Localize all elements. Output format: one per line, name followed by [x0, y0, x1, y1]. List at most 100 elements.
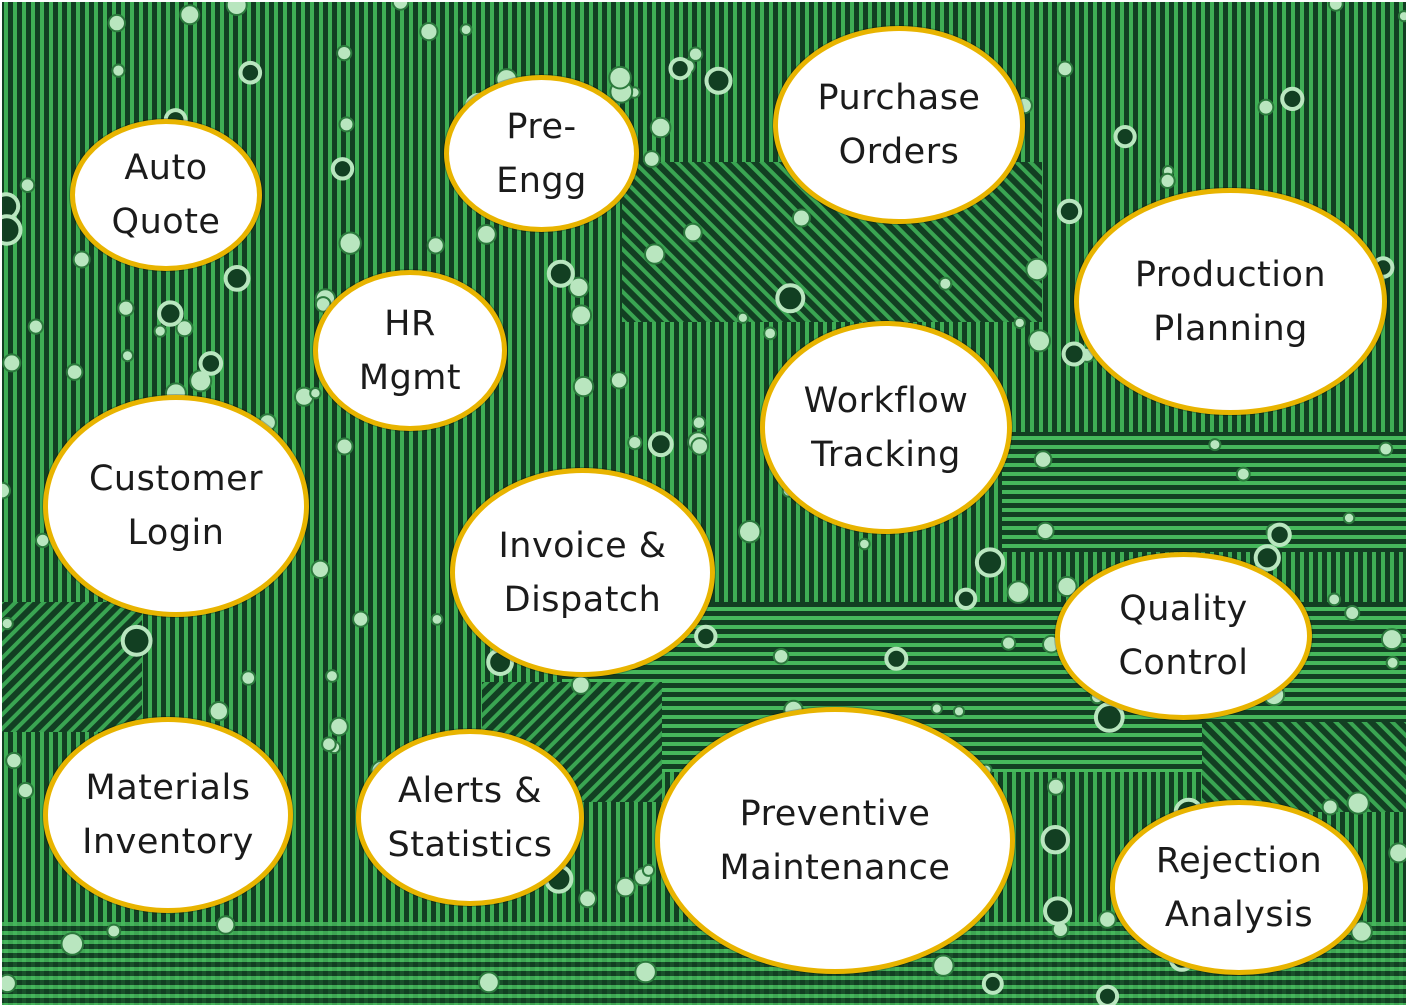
module-purchase-orders-label: Purchase Orders	[817, 78, 981, 172]
solder-pad	[478, 971, 500, 994]
solder-pad	[1350, 920, 1373, 943]
solder-pad	[1380, 628, 1403, 651]
solder-pad	[691, 415, 707, 431]
solder-pad	[111, 63, 126, 78]
solder-pad	[72, 250, 91, 269]
solder-pad	[1321, 798, 1339, 816]
via-ring	[668, 57, 692, 81]
solder-pad	[391, 2, 410, 11]
module-workflow-tracking-label: Workflow Tracking	[803, 380, 969, 475]
module-hr-mgmt-label: HR Mgmt	[358, 303, 462, 398]
module-materials-inventory[interactable]: Materials Inventory	[43, 717, 293, 913]
module-customer-login[interactable]: Customer Login	[43, 395, 309, 617]
via-ring	[157, 300, 184, 327]
solder-pad	[216, 915, 236, 935]
solder-pad	[27, 318, 44, 335]
module-invoice-dispatch-label: Invoice & Dispatch	[498, 525, 667, 620]
solder-pad	[1378, 441, 1394, 457]
solder-pad	[2, 616, 14, 631]
module-production-planning-label: Production Planning	[1134, 254, 1327, 349]
via-ring	[1061, 341, 1087, 367]
solder-pad	[683, 222, 703, 243]
via-ring	[954, 587, 978, 610]
solder-pad	[736, 311, 750, 324]
solder-pad	[687, 46, 704, 62]
solder-pad	[772, 648, 790, 665]
via-ring	[1056, 198, 1083, 225]
solder-pad	[952, 705, 966, 718]
solder-pad	[1027, 329, 1052, 353]
solder-pad	[2, 973, 17, 994]
solder-pad	[1346, 791, 1370, 815]
module-alerts-statistics-label: Alerts & Statistics	[387, 770, 553, 865]
via-ring	[704, 66, 733, 95]
solder-pad	[117, 299, 135, 317]
solder-pad	[1056, 60, 1074, 78]
solder-pad	[1235, 466, 1251, 482]
solder-pad	[932, 954, 955, 977]
module-purchase-orders[interactable]: Purchase Orders	[773, 26, 1025, 224]
solder-pad	[240, 670, 257, 686]
module-pre-engg[interactable]: Pre- Engg	[444, 75, 639, 232]
solder-pad	[1025, 257, 1049, 282]
solder-pad	[65, 363, 84, 381]
solder-pad	[430, 613, 444, 626]
solder-pad	[791, 208, 811, 228]
via-ring	[974, 547, 1006, 578]
solder-pad	[649, 116, 672, 139]
solder-pad	[426, 236, 445, 255]
solder-pad	[459, 23, 473, 37]
solder-pad	[107, 13, 127, 33]
solder-pad	[578, 889, 597, 909]
via-ring	[1280, 86, 1305, 112]
module-customer-login-label: Customer Login	[88, 459, 263, 553]
module-rejection-analysis-label: Rejection Analysis	[1155, 840, 1323, 935]
module-auto-quote-label: Auto Quote	[111, 148, 221, 242]
solder-pad	[60, 932, 85, 956]
solder-pad	[1327, 2, 1344, 12]
solder-pad	[634, 960, 657, 984]
solder-pad	[208, 701, 230, 722]
solder-pad	[1056, 575, 1078, 598]
solder-pad	[930, 702, 943, 715]
module-auto-quote[interactable]: Auto Quote	[70, 119, 262, 271]
module-hr-mgmt[interactable]: HR Mgmt	[313, 270, 507, 431]
solder-pad	[329, 716, 349, 737]
solder-pad	[2, 353, 22, 373]
solder-pad	[338, 231, 362, 255]
solder-pad	[335, 437, 354, 456]
module-rejection-analysis[interactable]: Rejection Analysis	[1110, 800, 1368, 975]
module-workflow-tracking[interactable]: Workflow Tracking	[760, 321, 1012, 534]
module-production-planning[interactable]: Production Planning	[1074, 188, 1387, 415]
solder-pad	[1327, 592, 1342, 607]
solder-pad	[1342, 511, 1356, 525]
solder-pad	[690, 437, 710, 456]
module-quality-control[interactable]: Quality Control	[1055, 552, 1312, 720]
solder-pad	[106, 923, 122, 939]
solder-pad	[179, 4, 201, 26]
module-alerts-statistics[interactable]: Alerts & Statistics	[356, 729, 584, 906]
solder-pad	[938, 276, 953, 291]
solder-pad	[321, 736, 337, 753]
solder-pad	[641, 863, 656, 877]
module-invoice-dispatch[interactable]: Invoice & Dispatch	[450, 468, 715, 677]
solder-pad	[336, 45, 353, 62]
solder-pad	[1344, 605, 1361, 621]
solder-pad	[1257, 98, 1275, 116]
solder-pad	[1397, 10, 1406, 23]
solder-pad	[858, 537, 871, 551]
module-preventive-maintenance[interactable]: Preventive Maintenance	[655, 707, 1015, 974]
via-ring	[1043, 896, 1073, 926]
solder-pad	[608, 65, 632, 90]
solder-pad	[1033, 450, 1053, 469]
solder-pad	[2, 481, 11, 500]
via-ring	[330, 157, 355, 181]
solder-pad	[642, 150, 661, 168]
solder-pad	[1013, 316, 1026, 330]
solder-pad	[1388, 842, 1406, 864]
solder-pad	[310, 559, 330, 579]
solder-pad	[1001, 635, 1017, 651]
via-ring	[1095, 984, 1120, 1005]
solder-pad	[627, 435, 643, 451]
module-materials-inventory-label: Materials Inventory	[82, 768, 254, 862]
